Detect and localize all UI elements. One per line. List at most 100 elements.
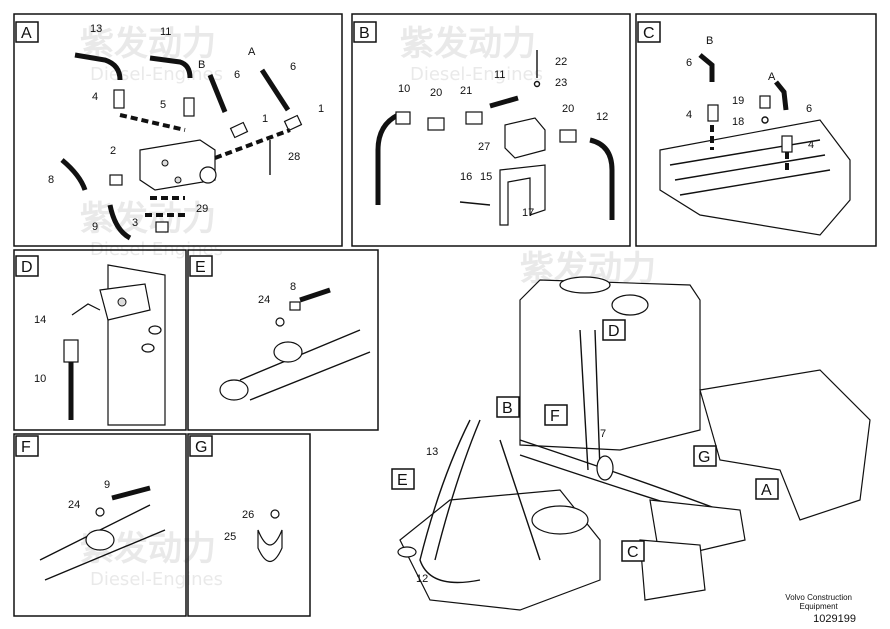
svg-text:12: 12 bbox=[596, 111, 608, 123]
svg-text:11: 11 bbox=[160, 26, 171, 38]
nipple-24 bbox=[275, 317, 285, 327]
svg-text:6: 6 bbox=[686, 57, 692, 69]
hose-11 bbox=[149, 55, 193, 79]
overview-callout-7: 7 bbox=[600, 428, 606, 440]
fitting-3 bbox=[155, 221, 169, 233]
panel-f: F 9 24 bbox=[13, 433, 187, 617]
fitting-4c bbox=[707, 104, 719, 122]
svg-text:21: 21 bbox=[460, 85, 472, 97]
svg-text:25: 25 bbox=[224, 531, 236, 543]
valve-block bbox=[139, 139, 216, 191]
watermark-en: Diesel-Engines bbox=[90, 569, 223, 590]
panel-b: B 22 23 10 20 21 11 20 12 27 16 15 17 bbox=[351, 13, 631, 247]
adapter-20 bbox=[427, 117, 445, 131]
hose-13 bbox=[74, 52, 123, 81]
valve-c bbox=[639, 539, 706, 601]
overview-callout-12: 12 bbox=[416, 573, 428, 585]
elbow-14 bbox=[71, 303, 101, 316]
svg-text:1: 1 bbox=[262, 113, 268, 125]
hose-b bbox=[207, 74, 228, 113]
svg-text:5: 5 bbox=[160, 99, 166, 111]
hose-9 bbox=[107, 204, 132, 241]
fitting-1 bbox=[229, 121, 249, 139]
machine-overview: D B F G E A C 7 13 12 bbox=[391, 276, 871, 611]
svg-text:B: B bbox=[706, 35, 713, 47]
svg-text:A: A bbox=[768, 71, 776, 83]
oring-18 bbox=[761, 116, 769, 124]
overview-tag-d: D bbox=[608, 323, 620, 340]
brand-caption: Volvo Construction Equipment bbox=[785, 593, 852, 611]
fitting-2 bbox=[109, 174, 123, 186]
fitting-4 bbox=[113, 89, 125, 109]
panel-e-tag bbox=[189, 255, 213, 277]
panel-d-letter: D bbox=[21, 259, 33, 276]
panel-g-letter: G bbox=[195, 439, 207, 456]
hose-10 bbox=[375, 112, 400, 205]
panel-g-frame bbox=[187, 433, 311, 617]
panel-f-tag bbox=[15, 435, 39, 457]
overview-tag-e: E bbox=[397, 472, 408, 489]
panel-e-frame bbox=[187, 249, 379, 431]
svg-text:6: 6 bbox=[290, 61, 296, 73]
svg-text:6: 6 bbox=[234, 69, 240, 81]
svg-text:8: 8 bbox=[290, 281, 296, 293]
hose-11b bbox=[489, 95, 519, 109]
overview-tag-g: G bbox=[698, 449, 710, 466]
panel-b-tag bbox=[353, 21, 377, 43]
overview-tag-f: F bbox=[550, 408, 560, 425]
panel-f-letter: F bbox=[21, 439, 31, 456]
svg-text:10: 10 bbox=[398, 83, 410, 95]
svg-text:1: 1 bbox=[318, 103, 324, 115]
svg-text:20: 20 bbox=[430, 87, 442, 99]
svg-text:15: 15 bbox=[480, 171, 492, 183]
panel-b-letter: B bbox=[359, 25, 370, 42]
svg-text:8: 8 bbox=[48, 174, 54, 186]
overview-tag-a: A bbox=[761, 482, 772, 499]
svg-text:11: 11 bbox=[494, 69, 505, 81]
frame-right bbox=[699, 369, 871, 521]
panel-a-tag bbox=[15, 21, 39, 43]
panel-d: D 14 10 bbox=[13, 249, 187, 431]
svg-text:3: 3 bbox=[132, 217, 138, 229]
overview-callout-13: 13 bbox=[426, 446, 438, 458]
hose-12 bbox=[589, 137, 615, 220]
svg-text:4: 4 bbox=[686, 109, 692, 121]
svg-text:20: 20 bbox=[562, 103, 574, 115]
svg-text:9: 9 bbox=[92, 221, 98, 233]
panel-g-tag bbox=[189, 435, 213, 457]
svg-text:19: 19 bbox=[732, 95, 744, 107]
watermark-en: Diesel-Engines bbox=[410, 64, 543, 85]
fitting-4d bbox=[781, 135, 793, 153]
brand-line-1: Volvo Construction bbox=[785, 593, 852, 602]
svg-text:4: 4 bbox=[808, 139, 814, 151]
overview-tag-b: B bbox=[502, 400, 513, 417]
svg-text:18: 18 bbox=[732, 116, 744, 128]
hose-pair bbox=[579, 329, 601, 471]
adapter-20b bbox=[559, 129, 577, 143]
svg-text:13: 13 bbox=[90, 23, 102, 35]
svg-text:9: 9 bbox=[104, 479, 110, 491]
svg-text:22: 22 bbox=[555, 56, 567, 68]
screw-26 bbox=[270, 509, 280, 519]
panel-c-letter: C bbox=[643, 25, 655, 42]
watermark-cn: 紫发动力 bbox=[80, 199, 216, 239]
fitting-5 bbox=[183, 97, 195, 117]
plug-19 bbox=[759, 95, 771, 109]
ring bbox=[219, 379, 249, 401]
panel-c-frame bbox=[635, 13, 877, 247]
svg-text:29: 29 bbox=[196, 203, 208, 215]
hose-routing bbox=[419, 419, 721, 584]
hose-a-c bbox=[774, 80, 789, 111]
panel-c: C B 6 A 19 6 4 18 4 bbox=[635, 13, 877, 247]
hose-b-c bbox=[698, 53, 715, 82]
valve-27 bbox=[504, 117, 546, 159]
svg-text:A: A bbox=[248, 46, 256, 58]
svg-text:24: 24 bbox=[68, 499, 80, 511]
panel-b-frame bbox=[351, 13, 631, 247]
brand-line-2: Equipment bbox=[799, 602, 838, 611]
panel-g: G 26 25 bbox=[187, 433, 311, 617]
fitting-1b bbox=[283, 114, 303, 132]
panel-a: A 13 11 A B 6 6 4 5 1 1 2 8 28 bbox=[13, 13, 343, 247]
panel-e: E 8 24 bbox=[187, 249, 379, 431]
